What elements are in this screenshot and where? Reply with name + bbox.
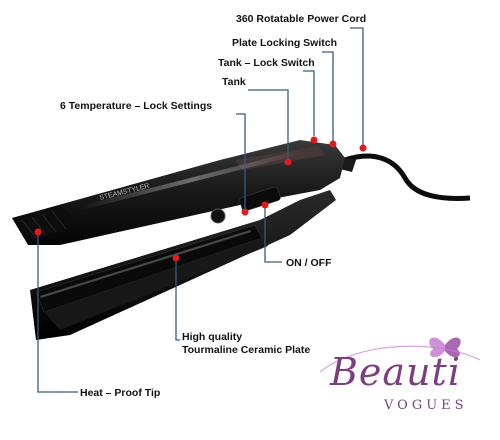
brand-logo-sub: VOGUES <box>384 398 468 413</box>
label-on-off: ON / OFF <box>286 257 332 269</box>
callout-dot-tank-lock <box>310 136 318 144</box>
power-cord <box>344 153 471 201</box>
callout-dot-heat-tip <box>34 228 42 236</box>
callout-dot-on-off <box>261 201 269 209</box>
label-heat-proof-tip: Heat – Proof Tip <box>80 387 161 399</box>
callout-dot-plate-lock <box>329 140 337 148</box>
callout-line-plate-lock <box>322 51 334 142</box>
label-ceramic-plate-line1: High quality <box>182 331 243 343</box>
callout-line-tank <box>248 89 289 160</box>
label-tank: Tank <box>222 76 246 88</box>
label-plate-locking-switch: Plate Locking Switch <box>232 37 338 49</box>
label-power-cord: 360 Rotatable Power Cord <box>236 13 367 25</box>
callout-line-on-off <box>264 205 282 263</box>
callout-dot-power-cord <box>359 144 367 152</box>
label-ceramic-plate-line2: Tourmaline Ceramic Plate <box>182 344 311 356</box>
logo-swash <box>319 345 481 373</box>
callout-line-power-cord <box>350 27 364 146</box>
callout-line-tank-lock <box>303 70 315 136</box>
label-temperature-lock: 6 Temperature – Lock Settings <box>60 100 213 112</box>
callout-line-heat-tip <box>37 232 78 393</box>
callout-dot-ceramic-plate <box>172 254 180 262</box>
callout-line-ceramic-plate <box>175 258 180 341</box>
brand-logo-main: Beauti <box>330 350 461 394</box>
callout-dot-temperature <box>241 208 249 216</box>
callout-dot-tank <box>284 158 292 166</box>
callout-line-temperature <box>236 113 246 122</box>
power-button <box>210 208 226 224</box>
label-tank-lock-switch: Tank – Lock Switch <box>218 57 315 69</box>
